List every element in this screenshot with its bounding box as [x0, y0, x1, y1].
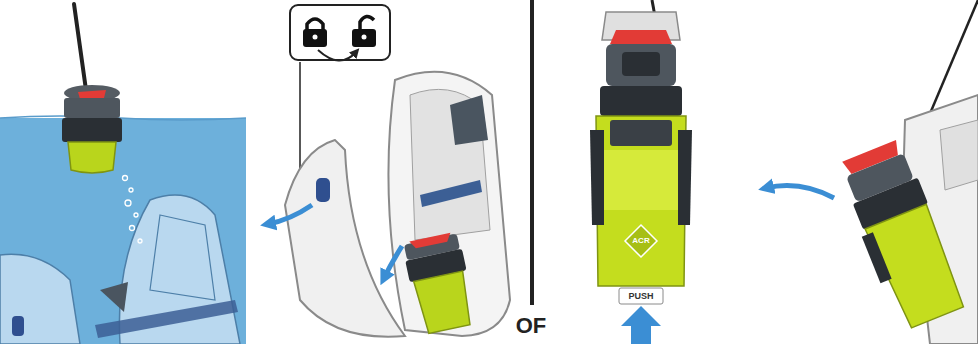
open-arrow: [268, 205, 312, 224]
release-handle: [12, 316, 24, 336]
beacon-band: [600, 86, 682, 116]
tilt-arrow: [766, 186, 834, 198]
hydrostatic-release: [100, 282, 128, 312]
beacon-collar: [64, 98, 120, 118]
turn-arrow: [318, 50, 356, 61]
remove-arrow: [384, 246, 402, 278]
housing-cover: [285, 140, 405, 337]
retaining-strap: [95, 300, 238, 338]
push-release-scene: [590, 0, 692, 344]
push-arrow: [621, 306, 661, 344]
air-bubbles: [123, 176, 143, 244]
beacon-window: [622, 52, 660, 76]
housing-recess: [410, 89, 490, 240]
beacon-body: [596, 116, 686, 286]
beacon-body: [68, 142, 116, 173]
bracket-cradle: [150, 215, 215, 300]
housing-base: [388, 72, 510, 336]
tilted-beacon: [833, 138, 969, 333]
tab-label: PUSH: [628, 292, 653, 301]
housed-beacon: [402, 231, 478, 335]
beacon-band: [62, 118, 122, 142]
retaining-strap: [420, 180, 482, 207]
water: [0, 118, 246, 344]
release-handle: [316, 178, 330, 202]
brand-label: ACR: [632, 237, 649, 245]
water-surface: [0, 116, 246, 120]
submerged-cover: [0, 254, 80, 344]
bracket-clip: [940, 120, 978, 190]
hydrostatic-release: [450, 95, 488, 145]
float-free-scene: [0, 4, 246, 344]
conjunction-label: OF: [516, 315, 547, 337]
beacon-button: [78, 90, 106, 99]
clip-bridge: [610, 120, 672, 146]
open-housing-scene: [268, 5, 510, 337]
side-clip: [678, 130, 692, 225]
push-tab: [619, 288, 663, 304]
antenna: [74, 4, 86, 90]
closed-lock: [303, 19, 327, 47]
beacon-button: [610, 30, 672, 44]
tilt-out-scene: [766, 0, 978, 344]
divider-line: [530, 0, 534, 305]
beacon-collar: [606, 44, 676, 86]
body-highlight: [604, 150, 678, 210]
floating-beacon: [62, 4, 122, 173]
logo-diamond: [625, 225, 657, 257]
lock-inset: [290, 5, 390, 60]
side-clip: [590, 130, 604, 225]
open-lock: [352, 16, 376, 47]
